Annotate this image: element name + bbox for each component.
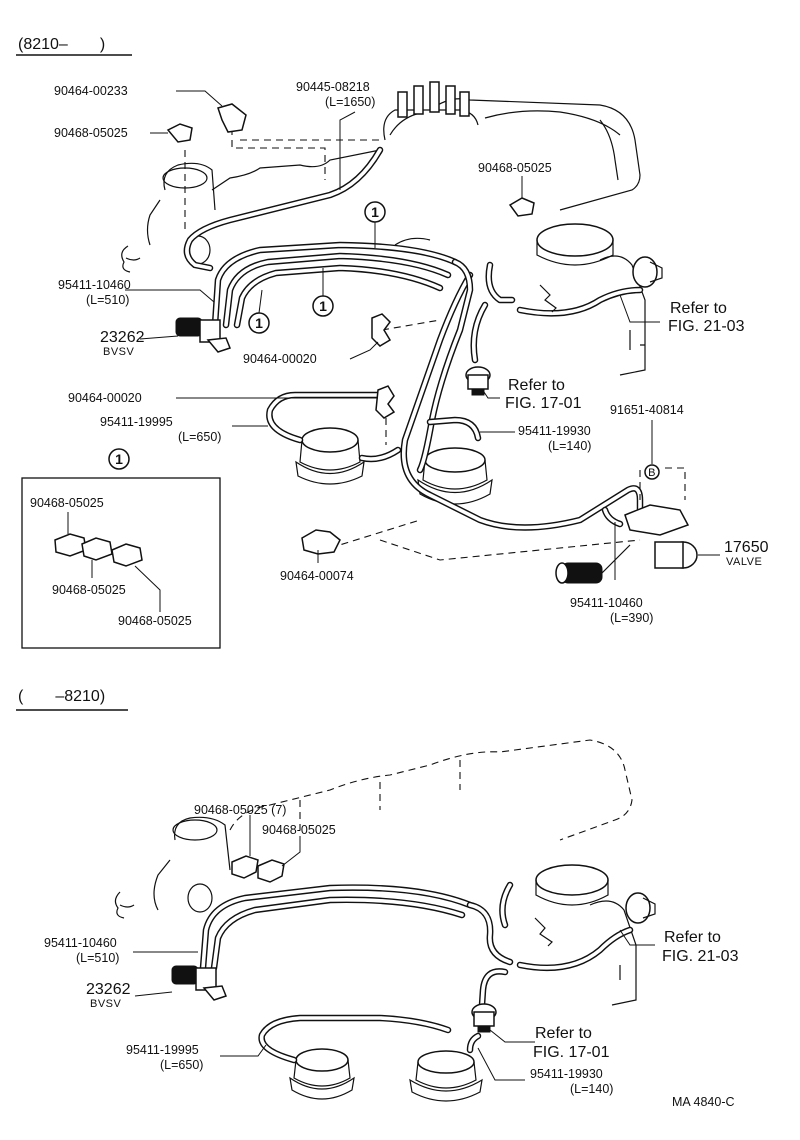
inset-mark: 1 [115,451,123,467]
label-95411-19930: 95411-19930 [518,424,591,438]
label-90464-00020-a: 90464-00020 [243,352,317,366]
labels-upper: 90464-00233 90468-05025 90445-08218 (L=1… [54,80,769,625]
label-90445-08218-len: (L=1650) [325,95,375,109]
label-95411-10460: 95411-10460 [58,278,131,292]
label-95411-19995: 95411-19995 [100,415,173,429]
label-90464-00020-b: 90464-00020 [68,391,142,405]
carburetor-pots-2 [289,864,656,1102]
label-refer-17-a: Refer to [508,377,565,394]
label-95411-19995-2: 95411-19995 [126,1043,199,1057]
components-lower [171,855,553,1033]
section-lower: ( –8210) [16,688,739,1102]
label-valve: VALVE [726,556,762,568]
clip-90468-05025-c [257,859,285,883]
label-95411-10460-2-len: (L=510) [76,951,119,965]
callout-1-a: 1 [371,204,379,220]
label-90445-08218: 90445-08218 [296,80,370,94]
label-refer-17-a-2: Refer to [535,1025,592,1042]
label-95411-10460-b: 95411-10460 [570,596,643,610]
clip-90464-00020-b [375,385,396,419]
check-valve-2 [471,1003,497,1033]
label-95411-19930-2: 95411-19930 [530,1067,603,1081]
clip-90464-00020-a [371,313,392,347]
label-95411-10460-b-len: (L=390) [610,611,653,625]
label-23262: 23262 [100,329,145,346]
hoses-lower [199,881,634,1064]
label-bvsv-2: BVSV [90,998,122,1010]
leaders-lower [133,815,655,1081]
label-90468-05025-b: 90468-05025 [478,161,552,175]
callout-1-c: 1 [255,315,263,331]
bvsv-23262-2 [171,965,227,1001]
footer-code: MA 4840-C [672,1095,735,1109]
label-refer-21-b: FIG. 21-03 [668,318,745,335]
inset-label-2: 90468-05025 [52,583,126,597]
section-upper: (8210– ) [16,36,769,649]
vacuum-port-2 [534,917,553,947]
clip-90464-00074 [301,529,341,555]
label-90468-05025-c: 90468-05025 [262,823,336,837]
clip-90468-05025-a [166,123,193,143]
label-17650: 17650 [724,539,769,556]
leaders-upper [125,90,720,580]
svg-text:B: B [648,467,656,479]
label-refer-21-b-2: FIG. 21-03 [662,948,739,965]
label-90464-00074: 90464-00074 [280,569,354,583]
label-95411-19930-len: (L=140) [548,439,591,453]
label-bvsv: BVSV [103,346,135,358]
label-91651-40814: 91651-40814 [610,403,684,417]
label-95411-19930-2-len: (L=140) [570,1082,613,1096]
label-95411-10460-len: (L=510) [86,293,129,307]
label-refer-17-b: FIG. 17-01 [505,395,582,412]
callouts-upper: 1 1 1 [248,201,386,334]
engine-outline-2 [114,739,637,1006]
bracket-b: B [644,464,660,480]
label-95411-19995-len: (L=650) [178,430,221,444]
label-refer-21-a-2: Refer to [664,929,721,946]
inset-detail: 1 90468-05025 90468-05025 90468-05025 [21,448,221,649]
dashed-lines-upper [184,128,686,561]
label-refer-17-b-2: FIG. 17-01 [533,1044,610,1061]
clip-90468-05025-b [508,197,535,217]
label-90464-00233: 90464-00233 [54,84,128,98]
bvsv-23262 [175,317,231,353]
carburetor-pots [295,223,663,505]
components-upper: B [166,103,698,584]
inset-label-3: 90468-05025 [118,614,192,628]
clip-90468-05025-7 [231,855,259,879]
label-23262-2: 23262 [86,981,131,998]
clip-90464-00233 [217,103,247,133]
labels-lower: 90468-05025 (7) 90468-05025 95411-10460 … [44,803,739,1096]
section-header: (8210– ) [18,36,105,53]
vacuum-port [539,284,557,313]
label-90468-05025-7: 90468-05025 (7) [194,803,286,817]
inset-label-1: 90468-05025 [30,496,104,510]
check-valve [465,366,491,396]
section-header-2: ( –8210) [18,688,105,705]
label-refer-21-a: Refer to [670,300,727,317]
label-95411-10460-2: 95411-10460 [44,936,117,950]
valve-17650 [555,504,698,584]
label-90468-05025-a: 90468-05025 [54,126,128,140]
hoses-upper [183,146,644,531]
label-95411-19995-2-len: (L=650) [160,1058,203,1072]
callout-1-b: 1 [319,298,327,314]
